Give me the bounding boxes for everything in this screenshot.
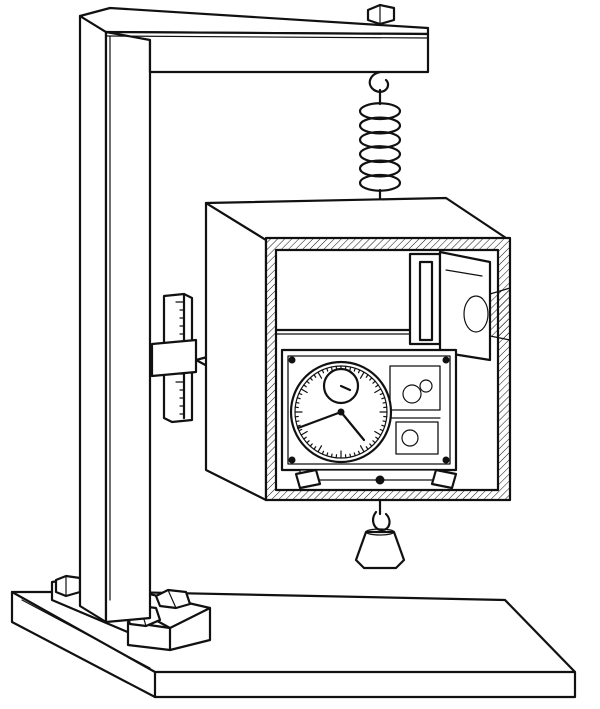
graduated-scale: [150, 292, 198, 424]
dial-tick: [369, 443, 373, 447]
spring-coil: [358, 116, 402, 135]
vertical-post: [78, 14, 152, 624]
dial-tick: [374, 430, 382, 436]
bolt-right: [154, 588, 192, 610]
dial-tick: [379, 392, 384, 396]
dial-tick: [382, 420, 387, 423]
dial-tick: [295, 420, 300, 423]
dial-tick: [313, 446, 317, 450]
dial-tick: [372, 380, 376, 384]
spring-coil: [358, 145, 402, 164]
dial-tick: [381, 397, 386, 400]
dial-tick: [303, 436, 307, 440]
dial-tick: [298, 428, 303, 432]
dial-tick: [321, 369, 325, 374]
dial-tick: [330, 366, 333, 371]
top-arm: [78, 6, 430, 74]
minute-hand: [296, 410, 343, 430]
spring-coil: [358, 102, 402, 121]
dial-tick: [357, 369, 361, 374]
dial-tick: [382, 401, 387, 404]
dial-tick: [326, 452, 329, 457]
bolt-left: [54, 574, 82, 598]
dial-tick: [349, 366, 352, 371]
hour-hand: [339, 410, 366, 442]
dial-tick: [375, 436, 379, 440]
dial-tick: [306, 380, 310, 384]
dial-tick: [381, 424, 386, 427]
dial-tick: [306, 440, 310, 444]
dial-tick: [349, 453, 352, 458]
spring-coil: [358, 159, 402, 178]
dial-tick: [375, 384, 379, 388]
hanging-weight: [354, 498, 406, 570]
dial-tick: [374, 388, 382, 394]
dial-tick: [357, 450, 361, 455]
dial-tick: [330, 453, 333, 458]
dial-tick: [298, 392, 303, 396]
spring-coil: [358, 130, 402, 149]
dial-tick: [353, 367, 356, 372]
dial-tick: [365, 446, 369, 450]
dial-tick: [317, 371, 323, 379]
recording-drum-bracket: [408, 250, 492, 362]
box-feet: [294, 468, 458, 490]
dial-tick: [303, 384, 307, 388]
dial-tick: [300, 430, 308, 436]
dial-tick: [369, 377, 373, 381]
dial-tick: [300, 388, 308, 394]
dial-tick: [295, 401, 300, 404]
dial-tick: [359, 371, 365, 379]
dial-tick: [372, 440, 376, 444]
dial-tick: [309, 443, 313, 447]
dial-tick: [359, 445, 365, 453]
dial-tick: [317, 445, 323, 453]
dial-tick: [365, 374, 369, 378]
dial-tick: [321, 450, 325, 455]
dial-tick: [296, 424, 301, 427]
dial-tick: [309, 377, 313, 381]
dial-tick: [326, 367, 329, 372]
dial-tick: [296, 397, 301, 400]
dial-tick: [379, 428, 384, 432]
clock-dial: [289, 360, 393, 464]
dial-tick: [313, 374, 317, 378]
dial-tick: [353, 452, 356, 457]
top-nut: [366, 3, 396, 26]
